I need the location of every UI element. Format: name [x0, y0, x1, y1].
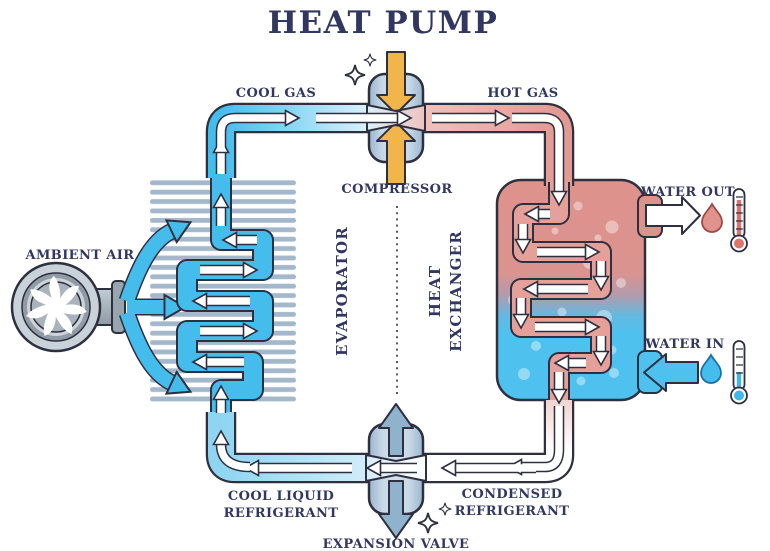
label-compressor: COMPRESSOR — [341, 182, 452, 197]
cool-gas-pipe — [205, 102, 369, 178]
hot-gas-pipe — [423, 102, 575, 186]
page-title: HEAT PUMP — [268, 5, 499, 41]
fan-blades-icon — [26, 275, 87, 336]
label-cool-gas: COOL GAS — [236, 86, 316, 101]
label-expansion-valve: EXPANSION VALVE — [323, 537, 470, 551]
sparkle-icon — [417, 502, 452, 534]
expansion-arrows — [378, 403, 414, 539]
label-heat-exchanger-line1: HEAT — [426, 265, 444, 317]
water-out-arrow — [645, 196, 701, 235]
hot-thermometer-icon — [730, 188, 748, 253]
refrigerant-flow-arrows — [200, 118, 601, 468]
label-water-in: WATER IN — [644, 337, 724, 352]
water-out-indicator — [637, 188, 748, 253]
water-in-arrow — [643, 353, 699, 392]
sparkle-icon — [344, 53, 377, 86]
air-flow-arrows — [118, 231, 172, 383]
cold-thermometer-icon — [730, 340, 748, 405]
compressor-intake-arrows — [376, 51, 416, 185]
water-in-indicator — [637, 340, 748, 405]
label-evaporator: EVAPORATOR — [333, 226, 351, 356]
label-ambient-air: AMBIENT AIR — [25, 248, 135, 263]
condensed-refrigerant-pipe — [424, 400, 575, 484]
label-cool-liquid-line1: COOL LIQUID — [228, 489, 334, 504]
cool-liquid-refrigerant-pipe — [205, 412, 368, 484]
evaporator-coil-pipe — [176, 176, 274, 416]
fan-icon — [10, 261, 126, 353]
label-condensed-line2: REFRIGERANT — [455, 504, 570, 519]
label-heat-exchanger-line2: EXCHANGER — [447, 230, 465, 352]
label-water-out: WATER OUT — [640, 185, 735, 200]
label-condensed-line1: CONDENSED — [462, 487, 563, 502]
cold-water-droplet-icon — [700, 353, 722, 384]
hot-water-droplet-icon — [701, 202, 723, 233]
label-hot-gas: HOT GAS — [487, 86, 558, 101]
label-cool-liquid-line2: REFRIGERANT — [224, 506, 339, 521]
